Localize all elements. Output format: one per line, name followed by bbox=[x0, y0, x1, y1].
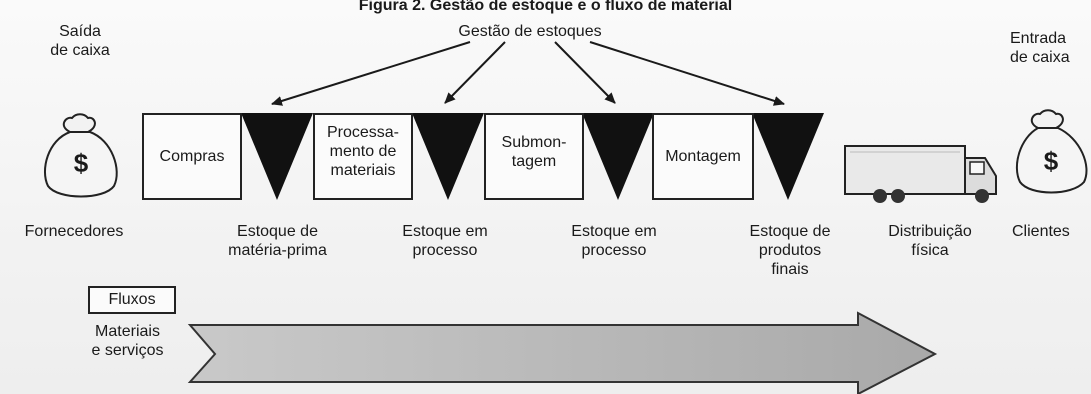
process-label-montagem: Montagem bbox=[665, 148, 741, 165]
stock-label-in-process-2: Estoque em processo bbox=[571, 223, 657, 259]
process-label-processamento: Processa- mento de materiais bbox=[326, 124, 400, 179]
legend-box bbox=[88, 286, 176, 314]
legend-title: Fluxos bbox=[108, 291, 156, 308]
money-symbol-left: $ bbox=[73, 148, 89, 178]
stock-label-raw-material: Estoque de matéria-prima bbox=[228, 223, 327, 259]
distribution-label: Distribuição física bbox=[888, 223, 972, 259]
process-box-processamento bbox=[313, 113, 413, 200]
stock-triangle-3 bbox=[582, 113, 654, 200]
management-arrow-2 bbox=[444, 41, 506, 104]
stock-triangle-2 bbox=[412, 113, 484, 200]
management-arrow-3 bbox=[554, 41, 616, 104]
suppliers-label: Fornecedores bbox=[24, 223, 124, 240]
cash-out-label: Saída de caixa bbox=[50, 23, 110, 59]
process-label-compras: Compras bbox=[159, 148, 225, 165]
material-flow-arrow bbox=[187, 311, 938, 394]
management-arrow-4 bbox=[589, 41, 785, 106]
stock-triangle-1 bbox=[241, 113, 313, 200]
process-label-submontagem: Submon- tagem bbox=[501, 134, 567, 170]
stock-triangle-4 bbox=[752, 113, 824, 200]
process-box-compras bbox=[142, 113, 242, 200]
clients-label: Clientes bbox=[1012, 223, 1070, 240]
figure-caption: Figura 2. Gestão de estoque e o fluxo de… bbox=[358, 0, 733, 14]
management-arrow-1 bbox=[271, 41, 471, 106]
cash-in-label: Entrada de caixa bbox=[1010, 30, 1070, 66]
flow-type-label: Materiais e serviços bbox=[91, 323, 164, 359]
process-box-submontagem bbox=[484, 113, 584, 200]
money-bag-icon bbox=[44, 113, 118, 198]
stock-label-in-process-1: Estoque em processo bbox=[402, 223, 488, 259]
money-bag-icon bbox=[1015, 109, 1088, 194]
truck-icon bbox=[844, 145, 997, 203]
money-symbol-right: $ bbox=[1043, 146, 1059, 176]
process-box-montagem bbox=[652, 113, 754, 200]
stock-label-finished-goods: Estoque de produtos finais bbox=[749, 223, 831, 278]
management-label: Gestão de estoques bbox=[458, 23, 602, 40]
